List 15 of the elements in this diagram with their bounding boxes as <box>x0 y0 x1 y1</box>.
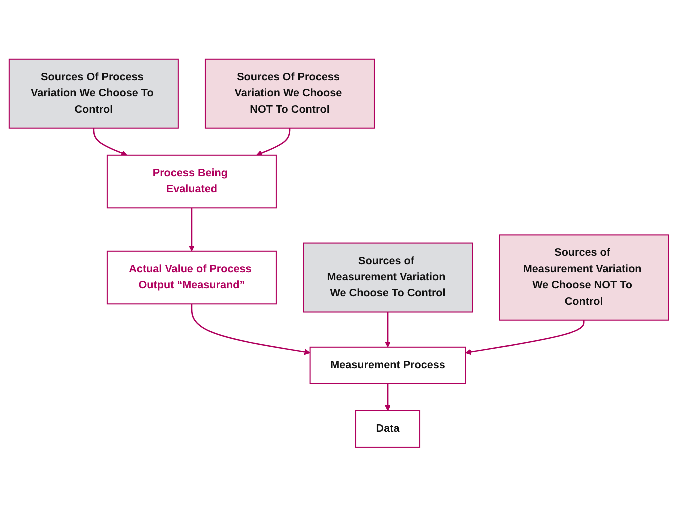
arrow <box>465 320 585 355</box>
node-box: Data <box>356 410 421 448</box>
node-box: Measurement Process <box>310 346 466 384</box>
arrow <box>385 383 391 411</box>
arrow <box>93 128 128 156</box>
node-box: Sources of Measurement Variation We Choose To Control <box>303 242 474 312</box>
arrow <box>385 312 391 348</box>
arrow <box>188 208 195 252</box>
node-box: Actual Value of Process Output “Measurand” <box>106 250 277 304</box>
node-box: Process Being Evaluated <box>106 154 277 208</box>
arrow <box>191 304 311 355</box>
arrow <box>256 128 291 156</box>
node-box: Sources Of Process Variation We Choose NOT To Control <box>204 58 375 128</box>
node-box: Sources Of Process Variation We Choose To Control <box>8 58 179 128</box>
node-box: Sources of Measurement Variation We Choose NOT To Control <box>499 234 670 320</box>
